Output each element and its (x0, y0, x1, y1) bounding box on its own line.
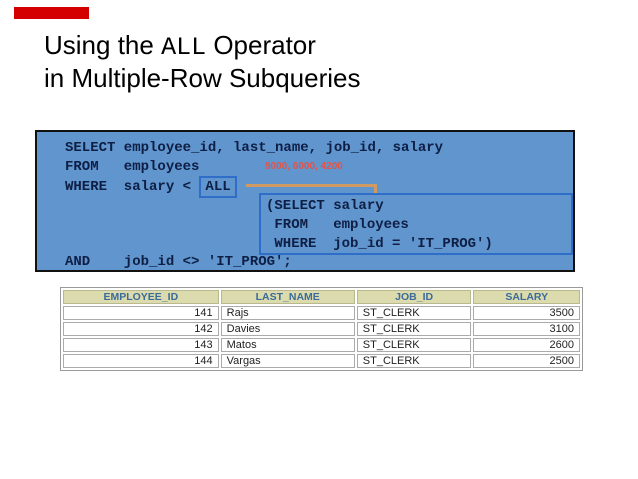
cell-employee-id: 144 (63, 354, 219, 368)
results-header-row: EMPLOYEE_ID LAST_NAME JOB_ID SALARY (63, 290, 580, 304)
table-row: 143 Matos ST_CLERK 2600 (63, 338, 580, 352)
cell-salary: 3500 (473, 306, 580, 320)
table-row: 144 Vargas ST_CLERK 2500 (63, 354, 580, 368)
cell-job-id: ST_CLERK (356, 306, 472, 320)
title-all-keyword: ALL (161, 33, 207, 62)
sql-from-line: FROM employees (65, 159, 200, 175)
cell-salary: 2600 (473, 338, 580, 352)
cell-last-name: Vargas (220, 354, 355, 368)
subquery-where-line: WHERE job_id = 'IT_PROG') (266, 236, 493, 252)
cell-employee-id: 142 (63, 322, 219, 336)
results-table: EMPLOYEE_ID LAST_NAME JOB_ID SALARY 141 … (60, 287, 583, 371)
cell-employee-id: 143 (63, 338, 219, 352)
title-text-part2: Operator (206, 30, 316, 60)
subquery-highlight-box: (SELECT salary FROM employees WHERE job_… (259, 193, 573, 255)
cell-last-name: Rajs (220, 306, 355, 320)
sql-where-prefix: WHERE salary < (65, 179, 200, 195)
cell-job-id: ST_CLERK (356, 338, 472, 352)
query-results: EMPLOYEE_ID LAST_NAME JOB_ID SALARY 141 … (60, 287, 583, 371)
cell-job-id: ST_CLERK (356, 322, 472, 336)
slide-title-line1: Using the ALL Operator (44, 30, 360, 63)
slide-title: Using the ALL Operator in Multiple-Row S… (44, 30, 360, 94)
table-row: 141 Rajs ST_CLERK 3500 (63, 306, 580, 320)
sql-code-panel: SELECT employee_id, last_name, job_id, s… (35, 130, 575, 272)
header-salary: SALARY (473, 290, 580, 304)
header-job-id: JOB_ID (356, 290, 472, 304)
cell-job-id: ST_CLERK (356, 354, 472, 368)
cell-salary: 3100 (473, 322, 580, 336)
table-row: 142 Davies ST_CLERK 3100 (63, 322, 580, 336)
header-last-name: LAST_NAME (220, 290, 355, 304)
salary-values-annotation: 9000, 6000, 4200 (265, 161, 343, 172)
cell-last-name: Matos (220, 338, 355, 352)
sql-and-line: AND job_id <> 'IT_PROG'; (65, 254, 292, 270)
cell-salary: 2500 (473, 354, 580, 368)
cell-last-name: Davies (220, 322, 355, 336)
subquery-select-line: (SELECT salary (266, 198, 384, 214)
title-text-part1: Using the (44, 30, 162, 60)
red-accent-bar (14, 7, 89, 19)
header-employee-id: EMPLOYEE_ID (63, 290, 219, 304)
connector-line (246, 184, 377, 193)
cell-employee-id: 141 (63, 306, 219, 320)
all-keyword-highlight-box: ALL (199, 176, 237, 198)
sql-where-line: WHERE salary < ALL (65, 176, 237, 198)
subquery-from-line: FROM employees (266, 217, 409, 233)
slide-title-line2: in Multiple-Row Subqueries (44, 63, 361, 93)
sql-select-line: SELECT employee_id, last_name, job_id, s… (65, 140, 444, 156)
